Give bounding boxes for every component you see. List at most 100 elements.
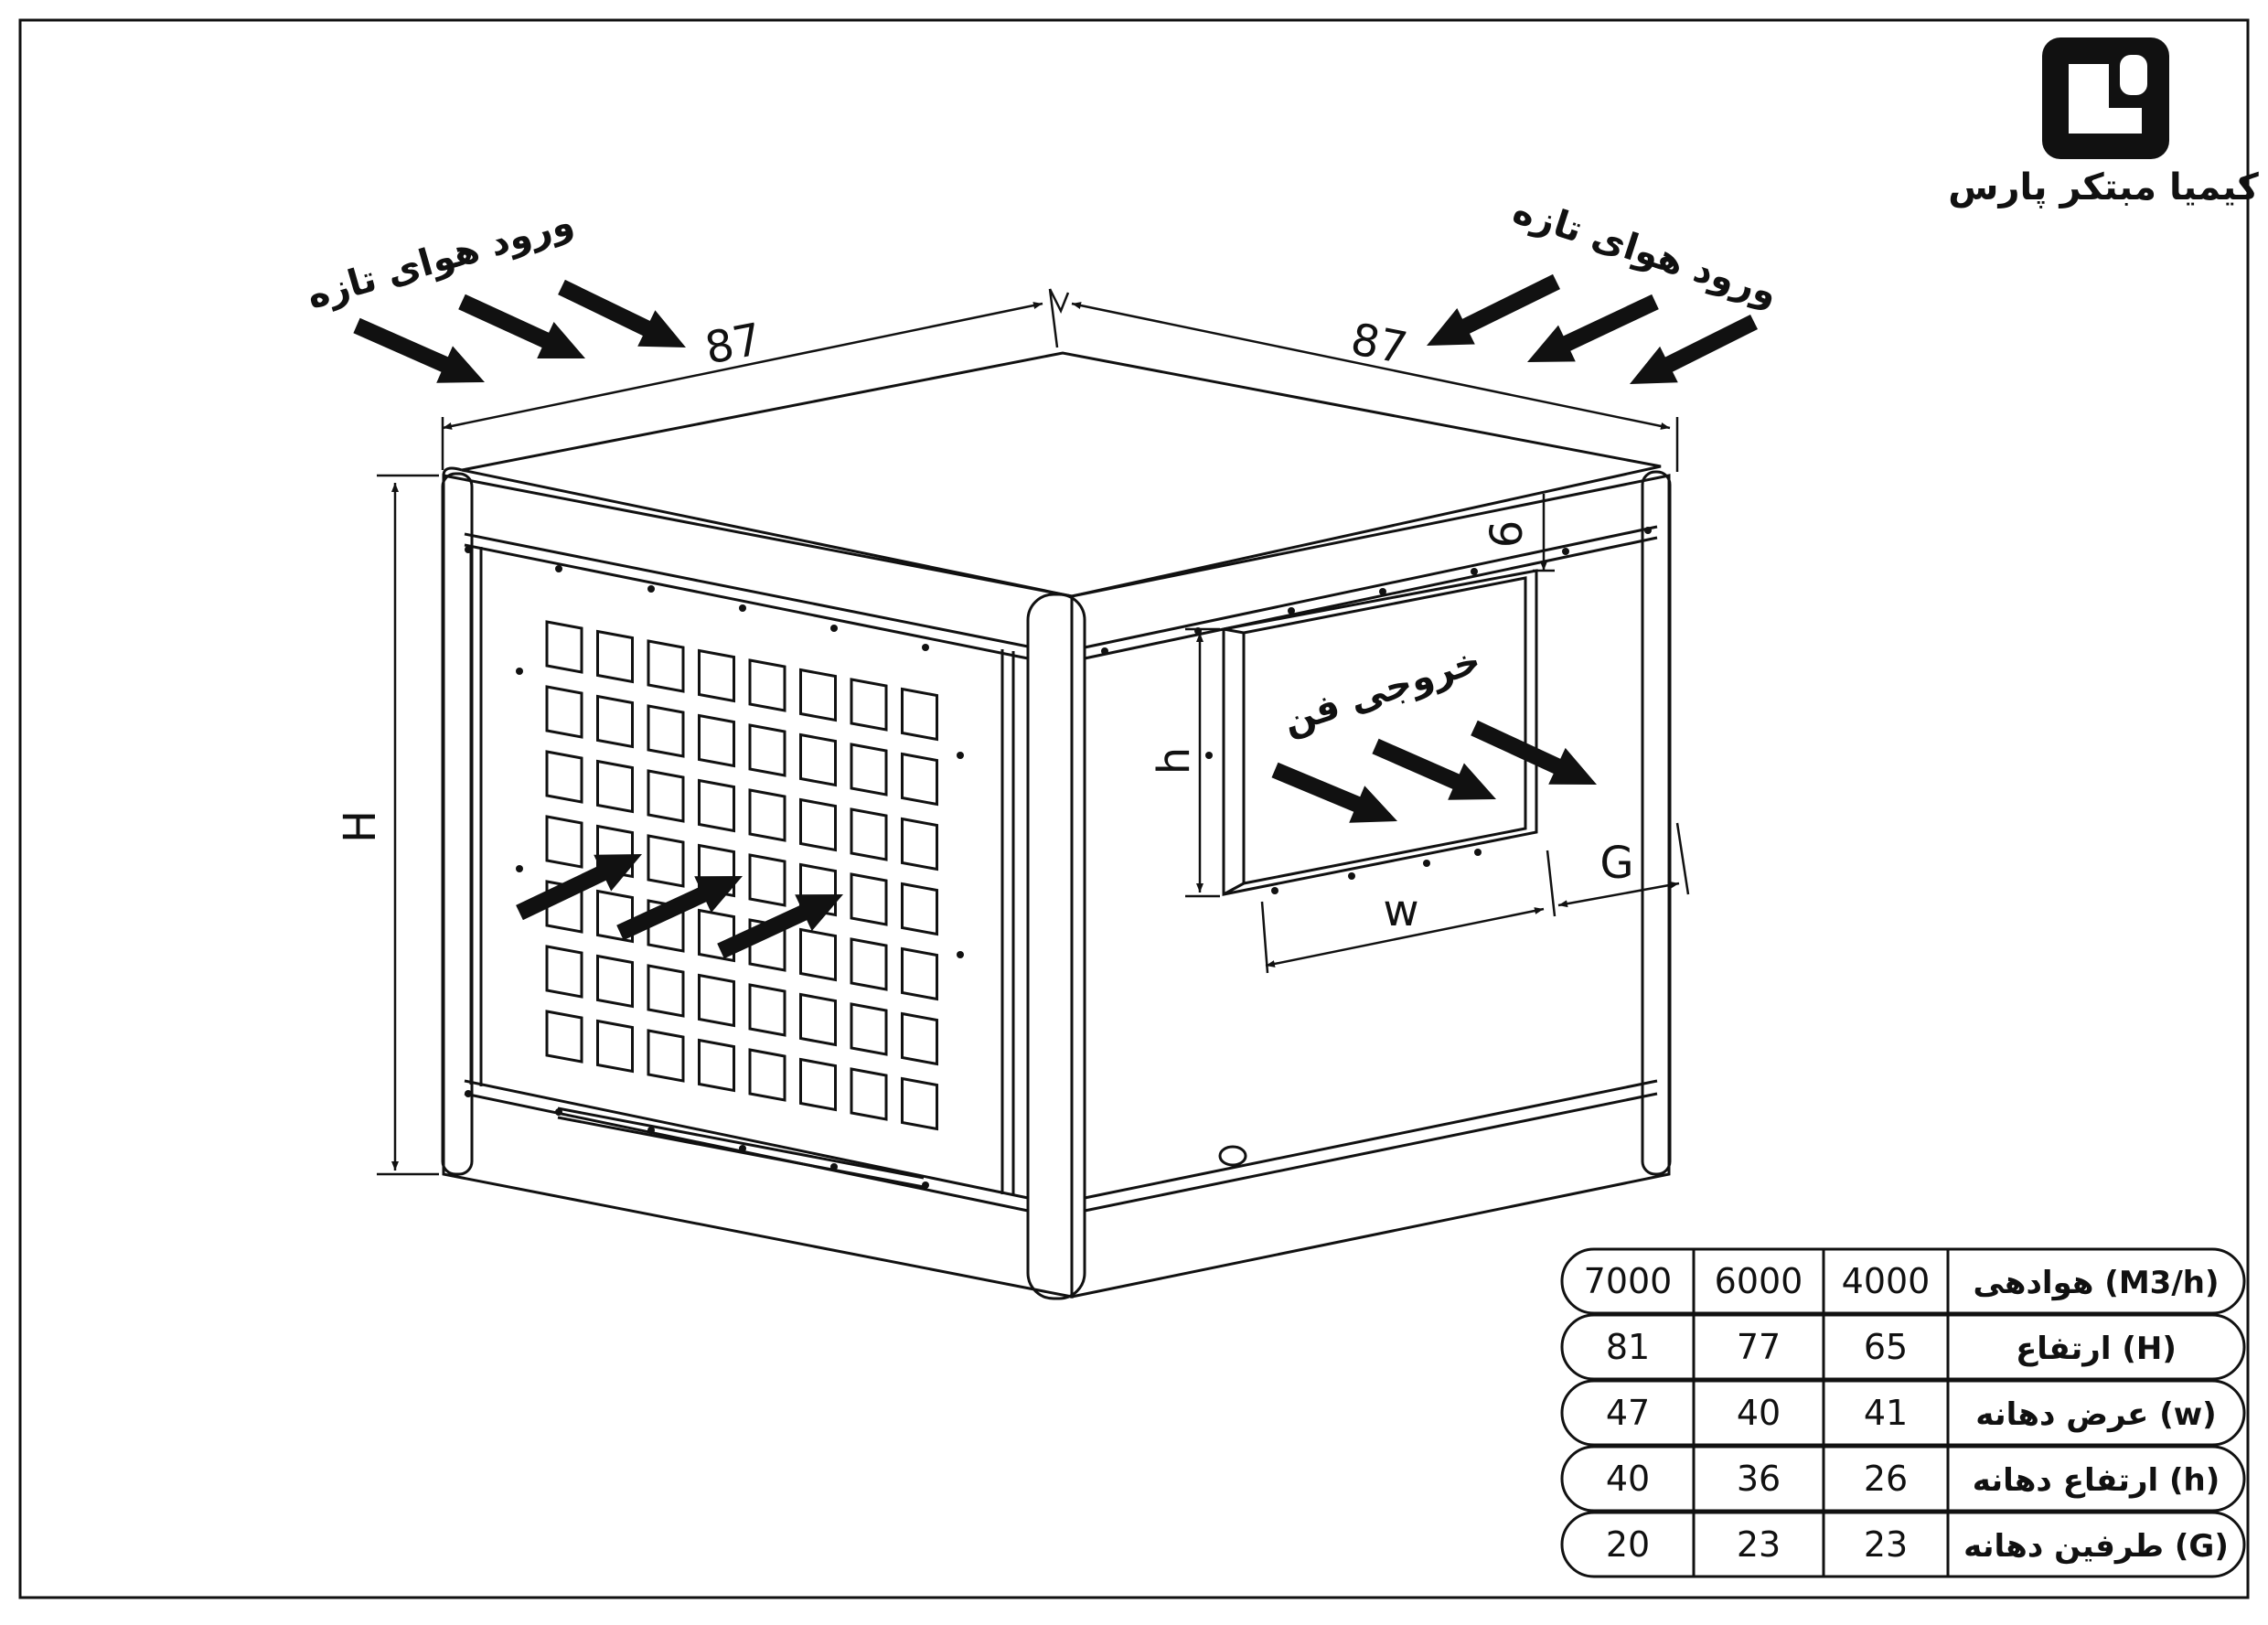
grille-opening <box>850 937 888 991</box>
grille-opening <box>748 853 786 907</box>
rivets <box>465 527 1652 1189</box>
grille-opening <box>901 817 938 871</box>
spec-value: 77 <box>1737 1327 1781 1367</box>
grille-opening <box>698 908 735 963</box>
rivet <box>1205 752 1213 759</box>
grille-opening <box>850 743 888 796</box>
grille-opening <box>545 945 583 999</box>
rivet <box>739 604 746 612</box>
spec-row-label: ارتفاع (H) <box>2016 1331 2177 1367</box>
airflow-arrow <box>1271 762 1397 823</box>
airflow-arrow <box>1471 720 1597 785</box>
grille-opening <box>799 927 837 982</box>
rivet <box>1379 588 1386 595</box>
label-intake-left: ورود هوای تازه <box>302 201 578 317</box>
grille-opening <box>596 954 634 1009</box>
rivet <box>647 585 655 593</box>
rivet <box>1471 568 1478 575</box>
grille-opening <box>748 983 786 1037</box>
dimension-outlet-offset: 6 <box>1482 520 1533 549</box>
rivet <box>465 546 472 553</box>
grille-opening <box>545 685 583 739</box>
grille-opening <box>698 1038 735 1093</box>
dimension-outlet-height: h <box>1149 747 1200 775</box>
rivet <box>1348 872 1355 880</box>
spec-row-label: عرض دهانه (w) <box>1975 1396 2216 1433</box>
grille-opening <box>596 889 634 944</box>
spec-value: 36 <box>1737 1459 1781 1499</box>
rivet <box>516 865 523 872</box>
grille-opening <box>748 788 786 842</box>
spec-value: 47 <box>1606 1393 1650 1433</box>
spec-value: 7000 <box>1584 1261 1673 1301</box>
right-corner-post <box>1641 470 1672 1176</box>
company-logo: کیمیا مبتکر پارس <box>1948 37 2259 208</box>
airflow-arrows <box>353 273 1758 959</box>
grille-opening <box>748 1048 786 1102</box>
airflow-arrow <box>558 279 686 347</box>
airflow-arrow <box>717 894 843 959</box>
grille-opening <box>901 882 938 936</box>
spec-value: 40 <box>1737 1393 1781 1433</box>
grille-opening <box>850 1067 888 1121</box>
grille-opening <box>850 1002 888 1056</box>
spec-value: 4000 <box>1842 1261 1931 1301</box>
grille-opening <box>799 1057 837 1112</box>
dimension-outlet-margin: G <box>1599 838 1633 889</box>
rivet <box>1474 849 1482 856</box>
rivet <box>957 752 964 759</box>
rivet <box>830 625 838 632</box>
drawing-frame <box>18 18 2250 1599</box>
grille-opening <box>647 639 685 693</box>
spec-value: 23 <box>1864 1524 1908 1565</box>
grille-opening <box>748 658 786 712</box>
rivet <box>516 668 523 675</box>
dimension-outlet-width: w <box>1383 885 1418 936</box>
grille-opening <box>901 752 938 807</box>
grille-opening <box>698 713 735 768</box>
grille-opening <box>698 843 735 898</box>
grille-opening <box>799 862 837 917</box>
grille-opening <box>850 678 888 732</box>
airflow-arrow <box>458 294 585 358</box>
airflow-arrow <box>1427 273 1560 346</box>
rivet <box>1288 607 1295 615</box>
grille-opening <box>596 694 634 749</box>
rivet <box>647 1127 655 1134</box>
spec-value: 40 <box>1606 1459 1650 1499</box>
grille-opening <box>647 1029 685 1083</box>
grille-opening <box>596 629 634 684</box>
dimension-lines <box>377 288 1690 1176</box>
rivet <box>739 1145 746 1152</box>
rivet <box>1271 887 1278 894</box>
airflow-arrow <box>616 876 743 941</box>
grille-opening <box>647 704 685 758</box>
rivet <box>957 951 964 958</box>
grille-opening <box>647 834 685 888</box>
grille-opening <box>545 815 583 869</box>
spec-row-label: طرفین دهانه (G) <box>1963 1528 2229 1565</box>
spec-value: 23 <box>1737 1524 1781 1565</box>
spec-value: 26 <box>1864 1459 1908 1499</box>
spec-table <box>1560 1247 2246 1578</box>
spec-value: 20 <box>1606 1524 1650 1565</box>
spec-row-label: ارتفاع دهانه (h) <box>1973 1462 2220 1499</box>
spec-value: 6000 <box>1715 1261 1803 1301</box>
left-face <box>442 474 1074 1299</box>
rivet <box>922 644 929 651</box>
dimension-width-left: 87 <box>701 314 766 375</box>
grille-opening <box>596 759 634 814</box>
grille-opening <box>901 687 938 742</box>
dimension-height: H <box>335 810 386 843</box>
spec-value: 65 <box>1864 1327 1908 1367</box>
airflow-arrow <box>516 854 642 921</box>
rivet <box>465 1090 472 1097</box>
grille-opening <box>799 668 837 722</box>
rivet <box>830 1163 838 1171</box>
front-corner-post <box>1026 593 1086 1300</box>
grille-opening <box>596 1019 634 1074</box>
grille-opening <box>698 778 735 833</box>
cooler-body <box>441 351 1672 1300</box>
grille-opening <box>850 807 888 861</box>
